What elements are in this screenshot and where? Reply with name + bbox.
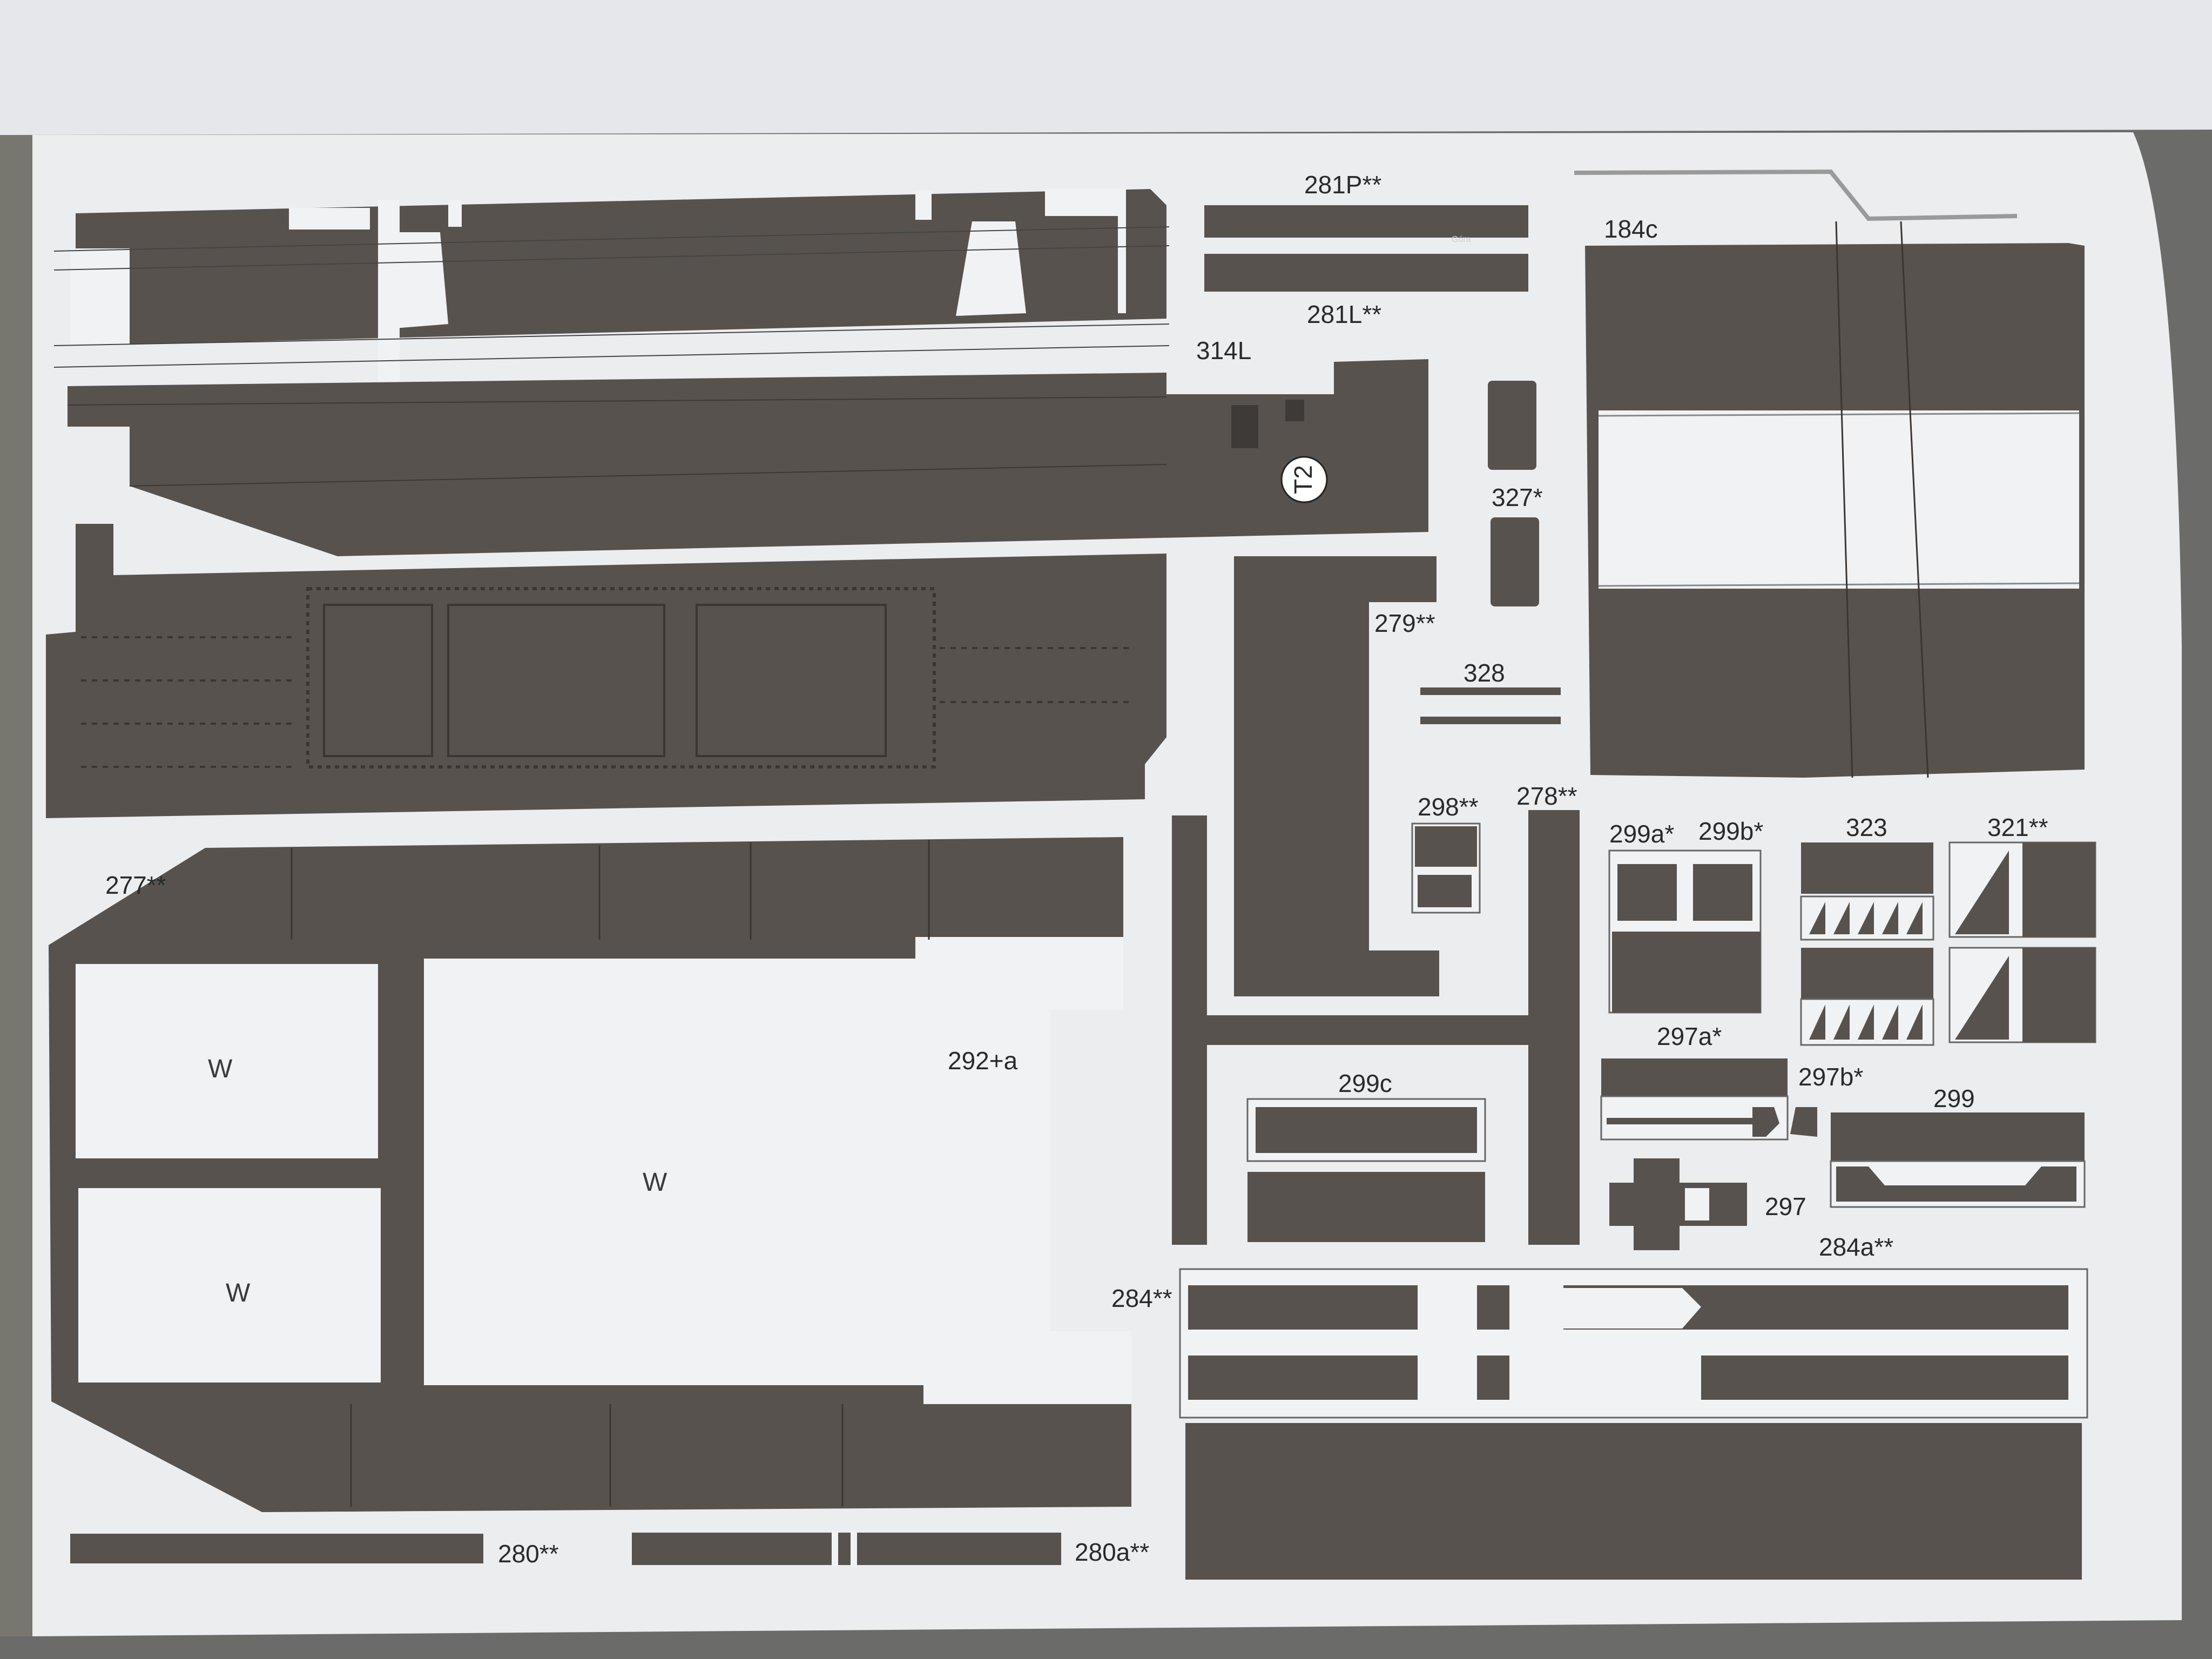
label-280: 280** [498, 1540, 559, 1568]
label-323: 323 [1846, 813, 1887, 841]
label-T2: T2 [1289, 465, 1317, 494]
facing-page [0, 0, 2212, 135]
label-299a: 299a* [1609, 820, 1674, 848]
part-279 [1234, 556, 1439, 996]
part-278-frame [1172, 810, 1580, 1245]
part-297 [1609, 1158, 1747, 1250]
part-284-group [1179, 1268, 2088, 1580]
part-281L-strip [1204, 254, 1528, 292]
label-297b: 297b* [1798, 1063, 1863, 1091]
label-298: 298** [1418, 793, 1479, 821]
label-284: 284** [1111, 1284, 1172, 1312]
label-299b: 299b* [1698, 817, 1763, 845]
T2-marker [1280, 456, 1328, 503]
part-321 [1948, 841, 2096, 1043]
part-280 [70, 1534, 483, 1563]
part-297-cutout [1685, 1188, 1709, 1220]
label-184c: 184c [1604, 215, 1658, 243]
part-323 [1800, 842, 1934, 1046]
label-327: 327* [1492, 483, 1543, 511]
label-321: 321** [1987, 813, 2048, 841]
window-mark-2: W [226, 1279, 251, 1307]
page-shadow [0, 135, 32, 1636]
label-314L: 314L [1196, 336, 1251, 365]
bent-wire-line [1574, 169, 2018, 221]
part-314L [67, 359, 1428, 556]
part-277 [49, 837, 1131, 1512]
label-278: 278** [1516, 782, 1577, 810]
label-281P: 281P** [1304, 171, 1381, 199]
part-328-a [1420, 687, 1561, 695]
part-297a-297b [1600, 1058, 1817, 1141]
label-281L: 281L** [1307, 300, 1381, 328]
label-299: 299 [1933, 1084, 1975, 1112]
label-277: 277** [105, 871, 166, 899]
label-299c: 299c [1338, 1069, 1392, 1097]
label-279: 279** [1374, 609, 1435, 637]
part-328-b [1420, 717, 1561, 724]
label-284a: 284a** [1819, 1233, 1893, 1261]
label-292a: 292+a [948, 1047, 1018, 1075]
part-292-area [915, 937, 1131, 1404]
part-299 [1830, 1112, 2086, 1208]
part-184c [1574, 169, 2085, 778]
part-327-b [1491, 517, 1539, 606]
window-mark-1: W [208, 1055, 233, 1083]
part-327-a [1488, 381, 1536, 470]
part-299c [1246, 1098, 1486, 1242]
label-297: 297 [1765, 1192, 1806, 1220]
part-299ab [1608, 849, 1762, 1014]
window-mark-3: W [643, 1168, 667, 1197]
small-print-gora: Góra [1452, 235, 1471, 244]
perforated-panel [46, 524, 1166, 818]
part-280a [632, 1531, 1061, 1566]
label-297a: 297a* [1657, 1022, 1722, 1050]
part-298 [1411, 822, 1481, 914]
label-328: 328 [1464, 659, 1505, 687]
label-280a: 280a** [1075, 1538, 1149, 1566]
part-281P-strip [1204, 205, 1528, 238]
